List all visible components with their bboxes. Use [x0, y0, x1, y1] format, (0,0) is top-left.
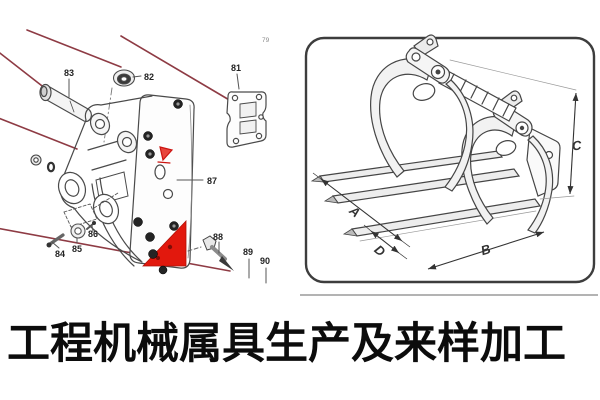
dim-b: [427, 231, 545, 270]
leader-lines: [51, 73, 267, 284]
part-label-81: 81: [231, 63, 241, 73]
washer-82: [112, 69, 136, 87]
front-claw: [370, 34, 474, 192]
caption-text: 工程机械属具生产及来样加工: [7, 320, 566, 368]
red-pointer-lines: [0, 29, 232, 272]
part-label-85: 85: [72, 244, 82, 254]
pin-86: [86, 223, 94, 230]
small-nut-and-ring: [30, 154, 56, 173]
bolt-83: [39, 83, 92, 123]
part-label-89: 89: [243, 247, 253, 257]
part-label-83: 83: [64, 68, 74, 78]
grease-fitting-88: [187, 235, 234, 271]
grapple-dimension-drawing: A B C D: [304, 34, 596, 284]
dim-d: [363, 224, 408, 260]
nut-group: [46, 192, 119, 248]
bolt-heads: [133, 99, 183, 275]
part-label-88: 88: [213, 232, 223, 242]
red-logo-icon: [157, 146, 174, 164]
exploded-parts-diagram: 83 82 81 87 84 85 86 88 89 90 79: [0, 29, 270, 284]
diagram-area: 83 82 81 87 84 85 86 88 89 90 79: [0, 29, 598, 296]
part-label-84: 84: [55, 249, 65, 259]
dim-a: [312, 172, 411, 248]
part-label-90: 90: [260, 256, 270, 266]
part-label-86: 86: [88, 229, 98, 239]
dim-label-b: B: [479, 241, 492, 258]
dim-c: [567, 92, 579, 195]
corner-note: 79: [262, 37, 270, 44]
dim-label-c: C: [571, 138, 582, 154]
part-label-87: 87: [207, 176, 217, 186]
side-plate-81: [226, 91, 267, 148]
dashed-box: [63, 203, 98, 228]
part-label-82: 82: [144, 72, 154, 82]
